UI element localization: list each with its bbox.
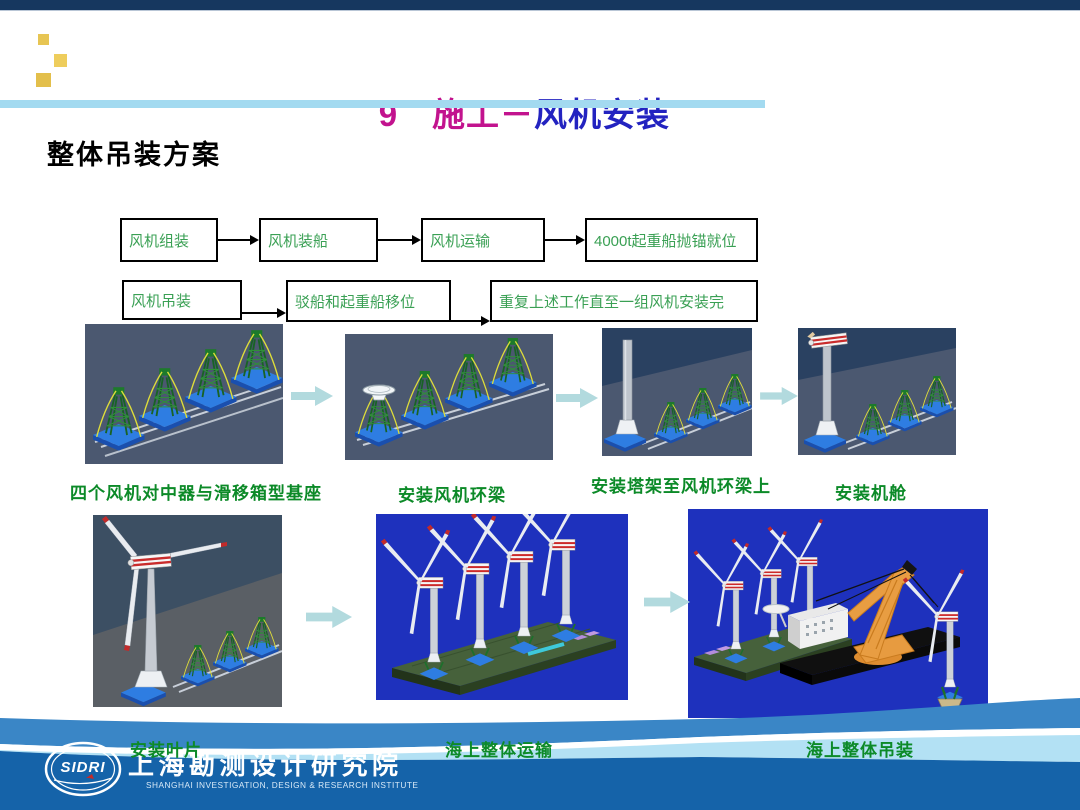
block-arrow-icon-5 bbox=[644, 591, 690, 613]
flow-box-assemble: 风机组装 bbox=[120, 218, 218, 262]
slide-title: 9 施工－风机安装 bbox=[338, 50, 670, 174]
section-heading: 整体吊装方案 bbox=[47, 140, 221, 170]
title-underline bbox=[0, 100, 765, 108]
step-photo-install-nacelle bbox=[798, 328, 956, 455]
flow-arrow-icon-5 bbox=[451, 315, 490, 327]
step-photo-barge-transport bbox=[376, 514, 628, 700]
step-caption-1: 四个风机对中器与滑移箱型基座 bbox=[70, 484, 322, 503]
step-caption-7: 海上整体吊装 bbox=[806, 741, 914, 760]
footer-banner: SIDRI 上海勘测设计研究院 SHANGHAI INVESTIGATION, … bbox=[0, 698, 1080, 810]
step-photo-install-tower bbox=[602, 328, 752, 456]
flow-arrow-icon-2 bbox=[378, 234, 421, 246]
flow-arrow-icon-1 bbox=[218, 234, 259, 246]
flow-box-transport: 风机运输 bbox=[421, 218, 545, 262]
step-photo-align-bases bbox=[85, 324, 283, 464]
step-photo-install-blades bbox=[93, 515, 282, 707]
flow-box-anchor: 4000t起重船抛锚就位 bbox=[585, 218, 758, 262]
block-arrow-icon-1 bbox=[291, 386, 333, 406]
flow-arrow-icon-3 bbox=[545, 234, 585, 246]
block-arrow-icon-4 bbox=[306, 606, 352, 628]
step-caption-2: 安装风机环梁 bbox=[398, 486, 506, 505]
flow-box-load: 风机装船 bbox=[259, 218, 378, 262]
org-name-en: SHANGHAI INVESTIGATION, DESIGN & RESEARC… bbox=[146, 780, 418, 790]
decor-square-2 bbox=[54, 54, 67, 67]
decor-square-1 bbox=[38, 34, 49, 45]
decor-square-3 bbox=[36, 73, 51, 87]
top-accent-bar bbox=[0, 0, 1080, 11]
step-caption-6: 海上整体运输 bbox=[445, 741, 553, 760]
flow-box-shift: 驳船和起重船移位 bbox=[286, 280, 451, 322]
step-caption-4: 安装机舱 bbox=[835, 484, 907, 503]
block-arrow-icon-3 bbox=[760, 387, 798, 405]
logo-acronym: SIDRI bbox=[60, 759, 105, 776]
sidri-logo: SIDRI bbox=[44, 741, 122, 797]
flow-box-hoist: 风机吊装 bbox=[122, 280, 242, 320]
step-caption-3: 安装塔架至风机环梁上 bbox=[591, 477, 771, 496]
flow-arrow-icon-4 bbox=[242, 307, 286, 319]
step-photo-install-ring bbox=[345, 334, 553, 460]
flow-box-repeat: 重复上述工作直至一组风机安装完 bbox=[490, 280, 758, 322]
org-name-cn: 上海勘测设计研究院 bbox=[128, 750, 403, 780]
step-photo-offshore-hoist bbox=[688, 509, 988, 718]
block-arrow-icon-2 bbox=[556, 388, 598, 408]
step-caption-5: 安装叶片 bbox=[130, 741, 202, 760]
